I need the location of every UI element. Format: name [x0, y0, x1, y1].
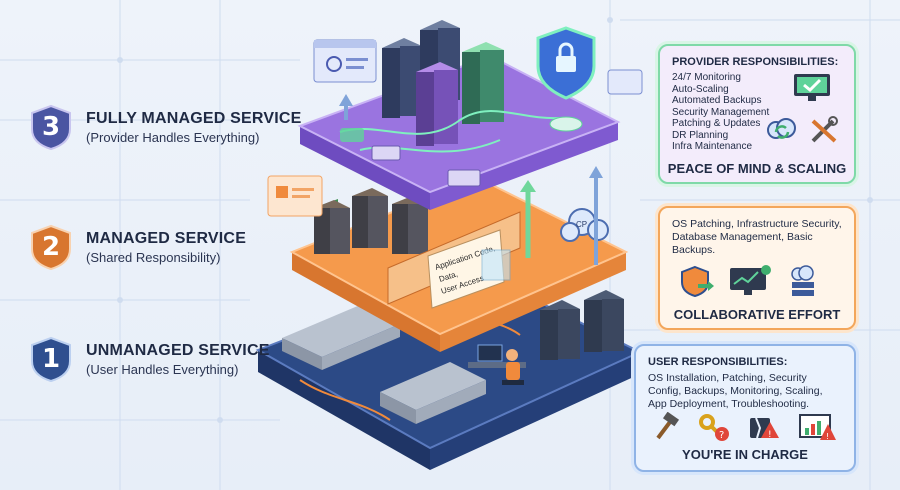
shield-badge-icon [31, 224, 71, 270]
user-responsibilities-panel: USER RESPONSIBILITIES: OS Installation, … [634, 344, 856, 472]
user-at-desk [468, 344, 526, 385]
user-footer: YOU'RE IN CHARGE [682, 447, 808, 462]
tier-2-badge: 2 [30, 224, 72, 270]
tier-1-title: UNMANAGED SERVICE [86, 341, 270, 359]
tools-icon [811, 116, 838, 143]
provider-item: Automated Backups [672, 95, 762, 106]
provider-footer: PEACE OF MIND & SCALING [667, 161, 847, 176]
top-server-racks [382, 20, 504, 146]
tier-2-title: MANAGED SERVICE [86, 229, 247, 247]
tier-1-badge: 1 [30, 336, 72, 382]
cloud-server-icon [791, 265, 814, 296]
provider-item: DR Planning [672, 129, 729, 141]
bottom-server-towers [540, 290, 624, 360]
tier-2-label: 2 MANAGED SERVICE (Shared Responsibility… [30, 224, 246, 270]
provider-list: 24/7 Monitoring Auto-Scaling Automated B… [672, 72, 842, 153]
provider-responsibilities-panel: PROVIDER RESPONSIBILITIES: 24/7 Monitori… [658, 44, 856, 184]
tier-1-subtitle: (User Handles Everything) [86, 361, 239, 377]
user-body: OS Installation, Patching, Security Conf… [648, 372, 823, 410]
user-card-icon [267, 175, 323, 217]
provider-heading: PROVIDER RESPONSIBILITIES: [672, 56, 839, 68]
tier-2-subtitle: (Shared Responsibility) [86, 249, 221, 265]
hammer-icon [656, 412, 680, 440]
monitor-chart-icon [730, 265, 771, 295]
cloud-sync-icon [767, 118, 796, 139]
shield-badge-icon [31, 336, 71, 382]
tier-1-label: 1 UNMANAGED SERVICE (User Handles Everyt… [30, 336, 270, 382]
provider-item: Infra Maintenance [672, 141, 753, 152]
user-heading: USER RESPONSIBILITIES: [648, 356, 788, 368]
managed-responsibilities-panel: OS Patching, Infrastructure Security, Da… [658, 206, 856, 330]
middle-server-racks [314, 188, 428, 254]
tier-3-label: 3 FULLY MANAGED SERVICE (Provider Handle… [30, 104, 302, 150]
settings-window-icon [313, 39, 377, 83]
provider-item: Patching & Updates [672, 118, 761, 129]
svg-text:!: ! [768, 430, 772, 440]
managed-body: OS Patching, Infrastructure Security, Da… [672, 218, 842, 256]
provider-item: Auto-Scaling [672, 83, 729, 95]
cloud-cp-label: CP [576, 220, 587, 229]
key-question-icon: ? [699, 414, 729, 441]
svg-text:?: ? [719, 430, 724, 441]
shield-lock-icon [536, 26, 596, 100]
tier-3-badge: 3 [30, 104, 72, 150]
chart-warning-icon: ! [799, 414, 836, 441]
managed-layer: Application Code, Data, User Access CP [267, 166, 629, 352]
shield-badge-icon [31, 104, 71, 150]
svg-text:!: ! [826, 432, 829, 441]
provider-item: Security Management [672, 106, 770, 118]
shield-arrow-icon [681, 265, 714, 298]
tier-3-title: FULLY MANAGED SERVICE [86, 109, 302, 127]
fully-managed-layer [297, 20, 643, 210]
broken-disk-warning-icon: ! [750, 417, 779, 440]
monitor-check-icon [794, 74, 830, 101]
provider-item: 24/7 Monitoring [672, 72, 741, 83]
managed-footer: COLLABORATIVE EFFORT [673, 307, 841, 322]
tier-3-subtitle: (Provider Handles Everything) [86, 129, 260, 145]
